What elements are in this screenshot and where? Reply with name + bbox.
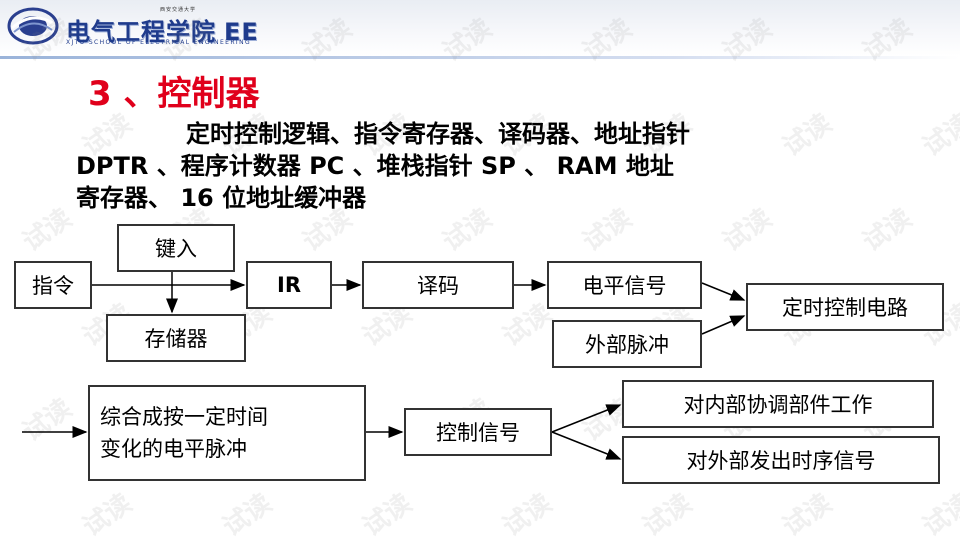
external-timing-box: 对外部发出时序信号 [622, 436, 940, 484]
paragraph-line-1: 定时控制逻辑、指令寄存器、译码器、地址指针 [186, 120, 690, 148]
body-paragraph: 定时控制逻辑、指令寄存器、译码器、地址指针 DPTR 、程序计数器 PC 、堆栈… [76, 118, 936, 214]
ir-box: IR [246, 261, 332, 309]
level-signal-box: 电平信号 [547, 261, 702, 309]
slide-title: 3 、控制器 [88, 74, 260, 114]
school-logo-icon [7, 7, 59, 45]
paragraph-line-2: DPTR 、程序计数器 PC 、堆栈指针 SP 、 RAM 地址 [76, 152, 674, 180]
logo-english-name: XJTU SCHOOL OF ELECTRICAL ENGINEERING [66, 39, 252, 46]
internal-coordination-box: 对内部协调部件工作 [622, 380, 934, 428]
level-pulse-line-2: 变化的电平脉冲 [100, 437, 247, 461]
timing-control-circuit-box: 定时控制电路 [746, 283, 944, 331]
level-pulse-box: 综合成按一定时间 变化的电平脉冲 [88, 385, 366, 481]
decode-box: 译码 [362, 261, 514, 309]
header-divider [0, 56, 960, 59]
memory-box: 存储器 [106, 314, 246, 362]
level-pulse-line-1: 综合成按一定时间 [100, 405, 268, 429]
paragraph-line-3: 寄存器、 16 位地址缓冲器 [76, 184, 367, 212]
instruction-box: 指令 [14, 261, 92, 309]
logo-university-name: 西安交通大学 [160, 7, 197, 13]
control-signal-box: 控制信号 [404, 408, 552, 456]
external-pulse-box: 外部脉冲 [552, 320, 702, 368]
key-input-box: 键入 [117, 224, 235, 272]
